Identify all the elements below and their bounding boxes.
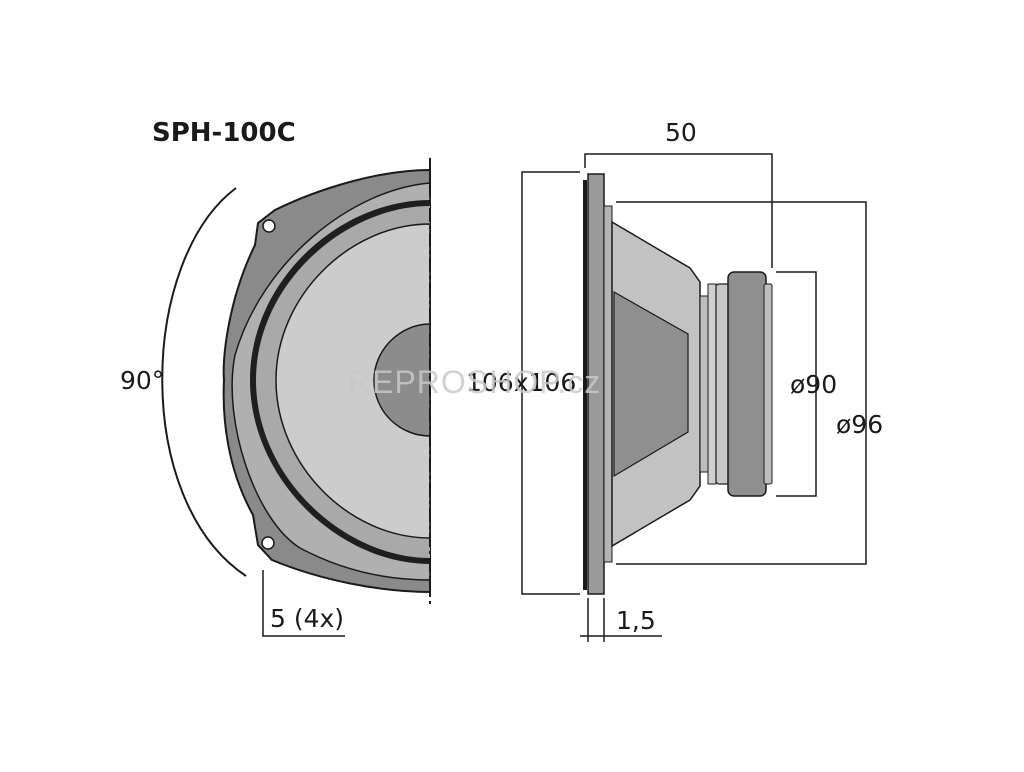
front-view bbox=[222, 158, 431, 606]
side-surround bbox=[603, 205, 613, 563]
front-cone bbox=[275, 223, 431, 539]
side-neck-2 bbox=[707, 283, 717, 485]
dim-frame-line bbox=[521, 171, 580, 595]
mounting-hole-top bbox=[262, 219, 276, 233]
flange-label: 1,5 bbox=[616, 606, 656, 635]
side-cone bbox=[613, 290, 689, 478]
front-dust-cap bbox=[373, 323, 431, 437]
diameter-small-label: ø90 bbox=[790, 370, 838, 399]
dim-d96-line bbox=[616, 201, 867, 565]
side-magnet bbox=[727, 271, 767, 497]
angle-arc bbox=[161, 187, 247, 577]
dimension-lines bbox=[521, 153, 867, 642]
angle-label: 90° bbox=[120, 366, 165, 395]
diameter-large-label: ø96 bbox=[836, 410, 884, 439]
dim-depth-line bbox=[584, 153, 773, 268]
hole-leader bbox=[262, 570, 345, 637]
frame-size-label: 106x106 bbox=[466, 368, 577, 397]
dim-d90-line bbox=[776, 271, 817, 497]
depth-label: 50 bbox=[665, 118, 697, 147]
side-view bbox=[583, 173, 773, 595]
side-back-plate bbox=[763, 283, 773, 485]
mounting-hole-bottom bbox=[261, 536, 275, 550]
side-neck-1 bbox=[699, 295, 709, 473]
hole-label: 5 (4x) bbox=[270, 604, 345, 633]
model-title: SPH-100C bbox=[152, 118, 296, 148]
watermark: REPROSHOP.cz bbox=[348, 364, 602, 400]
